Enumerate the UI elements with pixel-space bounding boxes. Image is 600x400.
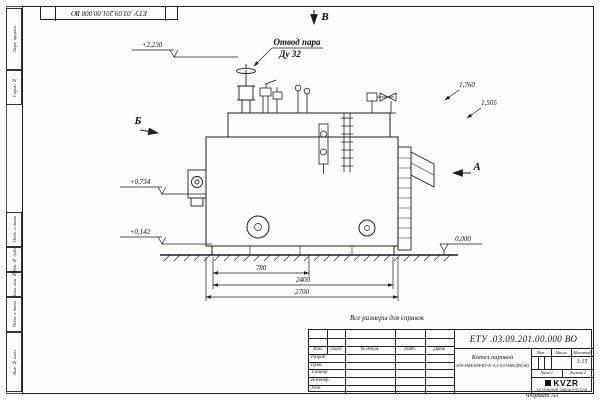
product-model: STEAMEXPERT-Е-0,3-0,9-МВ-ДП(Ж) [456,363,529,368]
role-prov: Пров. [311,362,323,368]
grid-line [425,330,426,393]
mass-label: Масса [555,350,567,355]
reference-note: Все размеры для справок [350,314,425,322]
elevation-low: +0,142 [130,228,151,236]
scale-label: Масштаб [573,350,591,355]
dim-1505: 1,505 [481,99,497,107]
role-razrab: Разраб. [311,354,327,360]
col-header-dok: № докум. [360,346,380,352]
grid-line [531,377,593,378]
grid-line [551,348,552,369]
elevation-marks [120,49,482,255]
margin-box-vzam-inv: Взам. инв. № [6,272,22,298]
grid-line [309,337,454,339]
grid-line [55,7,56,21]
col-header-podp: Подп. [404,346,416,352]
margin-box-podp-data-2: Подп. и дата [6,297,22,332]
margin-box-inv-dubl: Инв. № дубл. [6,247,22,272]
sheets-total: Листов 2 [569,370,586,375]
top-stamp: ЕТУ .03.09.201.00.000 ВО [40,6,178,21]
grid-line [537,356,539,369]
grid-line [309,385,454,387]
grid-line [562,369,563,377]
role-utv: Утв. [311,386,321,392]
dim-2700: 2700 [295,288,310,296]
steam-callout-line2: Ду 32 [278,49,301,59]
elevation-mid: +0,734 [130,178,151,186]
gauges [294,84,311,113]
grid-line [571,348,572,369]
grid-line [544,356,546,369]
format-label: Формат А3 [526,392,559,399]
col-header-data: Дата [433,346,446,352]
view-letter-v: В [320,11,328,23]
view-letter-a: А [472,161,480,173]
grid-line [395,330,396,393]
col-header-list: Лист [330,346,342,352]
dim-780: 780 [256,264,267,272]
scale-value: 1:15 [576,359,588,365]
grid-line [309,377,454,379]
company-logo: KVZR КОТЕЛЬНЫЙ ЗАВОД РОССИИ [531,377,593,392]
dim-2400: 2400 [296,276,311,284]
view-letter-b: Б [134,115,142,127]
steam-callout-leader [253,47,323,67]
title-block: Изм. Лист № докум. Подп. Дата Разраб. Пр… [308,329,593,393]
role-tkontr: Т.контр. [311,370,329,376]
col-header-izm: Изм. [313,346,323,352]
doc-number: ЕТУ .03.09.201.00.000 ВО [469,334,578,344]
dimensions [205,257,399,301]
water-level-column [318,123,329,174]
inner-frame [22,6,594,394]
leader-dims [444,89,482,119]
grid-line [309,345,454,347]
company-subtitle: КОТЕЛЬНЫЙ ЗАВОД РОССИИ [536,387,588,392]
top-fitting [366,92,397,114]
flanged-pipe [341,113,353,172]
elevation-top: +2,230 [142,41,163,49]
safety-valves [259,79,283,113]
product-name-cell: Котел паровой STEAMEXPERT-Е-0,3-0,9-МВ-Д… [454,348,531,393]
product-name: Котел паровой [471,354,514,361]
grid-line [345,330,346,393]
grid-line [454,348,593,349]
company-name: KVZR [553,377,579,388]
margin-box-sprav-no: Справ. № [6,70,22,105]
sheet-number: Лист 1 [540,370,553,375]
grid-line [165,7,166,21]
grid-line [531,348,532,393]
logo-square-icon [545,379,552,386]
grid-line [531,356,593,357]
dim-1760: 1,760 [459,81,475,89]
view-arrows [139,10,471,177]
margin-box-podp-data-1: Подп. и дата [6,212,22,247]
grid-line [327,330,328,354]
elevation-zero: 0,000 [455,235,471,243]
steam-callout-line1: Отвод пара [273,37,321,47]
grid-line [309,361,454,363]
grid-line [454,330,455,393]
lit-label: Лит. [536,350,546,355]
role-nkontr: Н.контр. [311,378,330,384]
margin-box-perv-primen: Перв. примен. [6,8,22,70]
grid-line [309,369,454,371]
steam-valve [236,64,256,113]
grid-line [309,353,454,355]
company-logo-main: KVZR [545,378,578,388]
control-panel [397,146,435,251]
margin-box-inv-podl: Инв. № подл. [6,332,22,392]
burner [187,169,207,207]
boiler-body [205,112,399,256]
